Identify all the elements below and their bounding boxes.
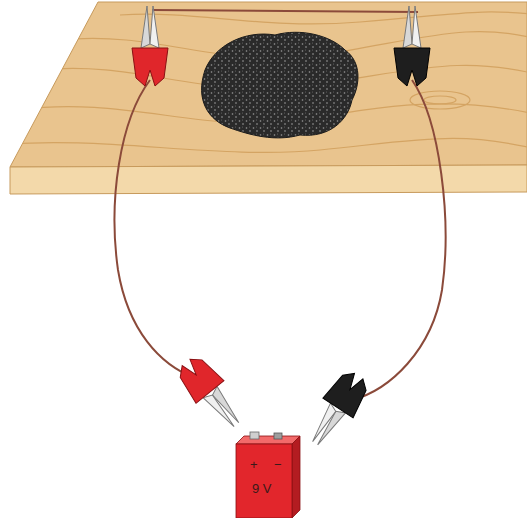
- wire: [152, 10, 418, 12]
- clip-handle: [394, 48, 430, 86]
- wires: [115, 10, 446, 400]
- board-top: [10, 2, 527, 167]
- clip-jaws: [308, 403, 346, 448]
- wire: [115, 80, 195, 378]
- rock-sample: [202, 32, 358, 138]
- battery-label: 9 V: [252, 482, 272, 495]
- battery-side: [292, 436, 300, 518]
- battery-node: + −9 V: [232, 430, 304, 518]
- battery-symbol: [232, 430, 304, 518]
- wire: [352, 80, 445, 400]
- red-clip: [132, 6, 168, 86]
- battery-terminal: [274, 433, 282, 439]
- battery-front: [236, 444, 292, 518]
- board-front: [10, 165, 527, 194]
- wood-knot: [424, 96, 456, 104]
- grain-line: [0, 138, 527, 152]
- clip-handle: [172, 351, 224, 403]
- clip-handle: [132, 48, 168, 86]
- black-clip: [394, 6, 430, 86]
- grain-line: [120, 12, 527, 24]
- battery-label: −: [274, 458, 282, 471]
- red-clip: [172, 351, 250, 436]
- battery-terminal: [250, 432, 259, 439]
- battery-top: [236, 436, 300, 444]
- clip-jaws: [403, 6, 421, 48]
- wood-grain: [0, 12, 527, 152]
- clip-jaws: [141, 6, 159, 48]
- clip-handle: [323, 366, 374, 417]
- battery-label: +: [250, 458, 258, 471]
- black-clip: [300, 366, 374, 453]
